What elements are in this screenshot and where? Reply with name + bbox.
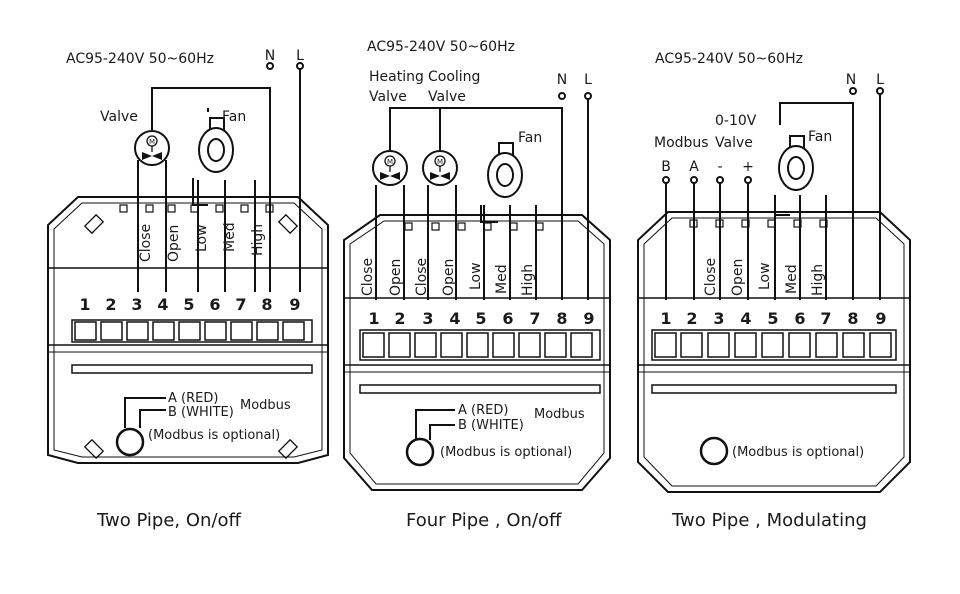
modbus-note: (Modbus is optional) (732, 445, 864, 460)
terminal-3: 3 (131, 295, 142, 314)
terminal-8: 8 (556, 309, 567, 328)
valve-label: Valve (715, 135, 753, 151)
l-label: L (584, 72, 592, 88)
modbus-port (115, 427, 145, 457)
wire-label-open: Open (166, 225, 182, 262)
modbus-port (405, 437, 435, 467)
bus-label-a: A (689, 159, 699, 175)
wire-label-low: Low (194, 224, 210, 252)
terminal-4: 4 (449, 309, 460, 328)
bus-label-plus: + (742, 159, 754, 175)
fan-icon (198, 117, 234, 173)
terminal-2: 2 (394, 309, 405, 328)
bus-label-minus: - (717, 159, 722, 175)
heating-valve-label: Valve (369, 89, 407, 105)
caption: Four Pipe , On/off (406, 510, 562, 531)
terminal-5: 5 (767, 309, 778, 328)
n-label: N (265, 48, 275, 64)
terminal-2: 2 (105, 295, 116, 314)
terminal-8: 8 (261, 295, 272, 314)
terminal-7: 7 (529, 309, 540, 328)
modbus-b-label: B (WHITE) (458, 418, 524, 433)
terminal-4: 4 (157, 295, 168, 314)
modbus-a-label: A (RED) (168, 391, 218, 406)
terminal-9: 9 (583, 309, 594, 328)
n-label: N (846, 72, 856, 88)
modbus-label: Modbus (654, 135, 709, 151)
terminal-8: 8 (847, 309, 858, 328)
modbus-note: (Modbus is optional) (440, 445, 572, 460)
fan-label: Fan (808, 129, 832, 145)
supply-label: AC95-240V 50~60Hz (66, 51, 214, 67)
n-label: N (557, 72, 567, 88)
caption: Two Pipe , Modulating (671, 510, 867, 531)
cooling-label: Cooling (428, 69, 480, 85)
valve-icon (134, 130, 170, 166)
modbus-a-label: A (RED) (458, 403, 508, 418)
terminal-9: 9 (875, 309, 886, 328)
wire-label-open: Open (730, 259, 746, 296)
terminal-9: 9 (289, 295, 300, 314)
terminal-2: 2 (686, 309, 697, 328)
thermostat-housing (343, 214, 611, 491)
modbus-b-label: B (WHITE) (168, 405, 234, 420)
wire-label-open: Open (441, 259, 457, 296)
terminal-3: 3 (713, 309, 724, 328)
terminal-6: 6 (209, 295, 220, 314)
terminal-numbers: 1 2 3 4 5 6 7 8 9 (79, 295, 300, 314)
supply-label: AC95-240V 50~60Hz (655, 51, 803, 67)
wire-label-low: Low (468, 262, 484, 290)
terminal-6: 6 (794, 309, 805, 328)
cooling-valve-icon (422, 150, 458, 186)
terminal-1: 1 (660, 309, 671, 328)
l-label: L (876, 72, 884, 88)
wire-label-high: High (250, 224, 266, 256)
terminal-1: 1 (79, 295, 90, 314)
modbus-label: Modbus (240, 398, 291, 413)
wire-label-high: High (810, 264, 826, 296)
wire-label-open: Open (388, 259, 404, 296)
wire-label-med: Med (222, 222, 238, 252)
wire-label-med: Med (494, 264, 510, 294)
thermostat-housing (47, 196, 329, 464)
wire-label-high: High (520, 264, 536, 296)
fan-icon (487, 142, 523, 198)
thermostat-housing (637, 211, 911, 493)
terminal-6: 6 (502, 309, 513, 328)
diagram-two-pipe-modulating: 1 2 3 4 5 6 7 8 9 B (637, 51, 911, 531)
modbus-note: (Modbus is optional) (148, 428, 280, 443)
terminal-5: 5 (475, 309, 486, 328)
diagram-two-pipe-onoff: 1 2 3 4 5 6 7 8 9 C (47, 48, 329, 531)
fan-label: Fan (518, 130, 542, 146)
terminal-7: 7 (820, 309, 831, 328)
wire-label-close: Close (414, 258, 430, 296)
wire-label-med: Med (784, 264, 800, 294)
diagram-four-pipe-onoff: 1 2 3 4 5 6 7 8 9 Close (343, 39, 611, 531)
supply-label: AC95-240V 50~60Hz (367, 39, 515, 55)
terminal-7: 7 (235, 295, 246, 314)
caption: Two Pipe, On/off (96, 510, 242, 531)
heating-label: Heating (369, 69, 424, 85)
terminal-3: 3 (422, 309, 433, 328)
wire-label-low: Low (757, 262, 773, 290)
terminal-5: 5 (183, 295, 194, 314)
terminal-1: 1 (368, 309, 379, 328)
cooling-valve-label: Valve (428, 89, 466, 105)
heating-valve-icon (372, 150, 408, 186)
wires (137, 68, 301, 292)
modbus-label: Modbus (534, 407, 585, 422)
valve-label: Valve (100, 109, 138, 125)
wire-label-close: Close (703, 258, 719, 296)
l-label: L (296, 48, 304, 64)
bus-label-b: B (661, 159, 671, 175)
wire-label-close: Close (138, 224, 154, 262)
fan-label: Fan (222, 109, 246, 125)
terminal-4: 4 (740, 309, 751, 328)
modbus-port (699, 436, 729, 466)
valve-0-10v-label: 0-10V (715, 113, 757, 129)
wire-label-close: Close (360, 258, 376, 296)
